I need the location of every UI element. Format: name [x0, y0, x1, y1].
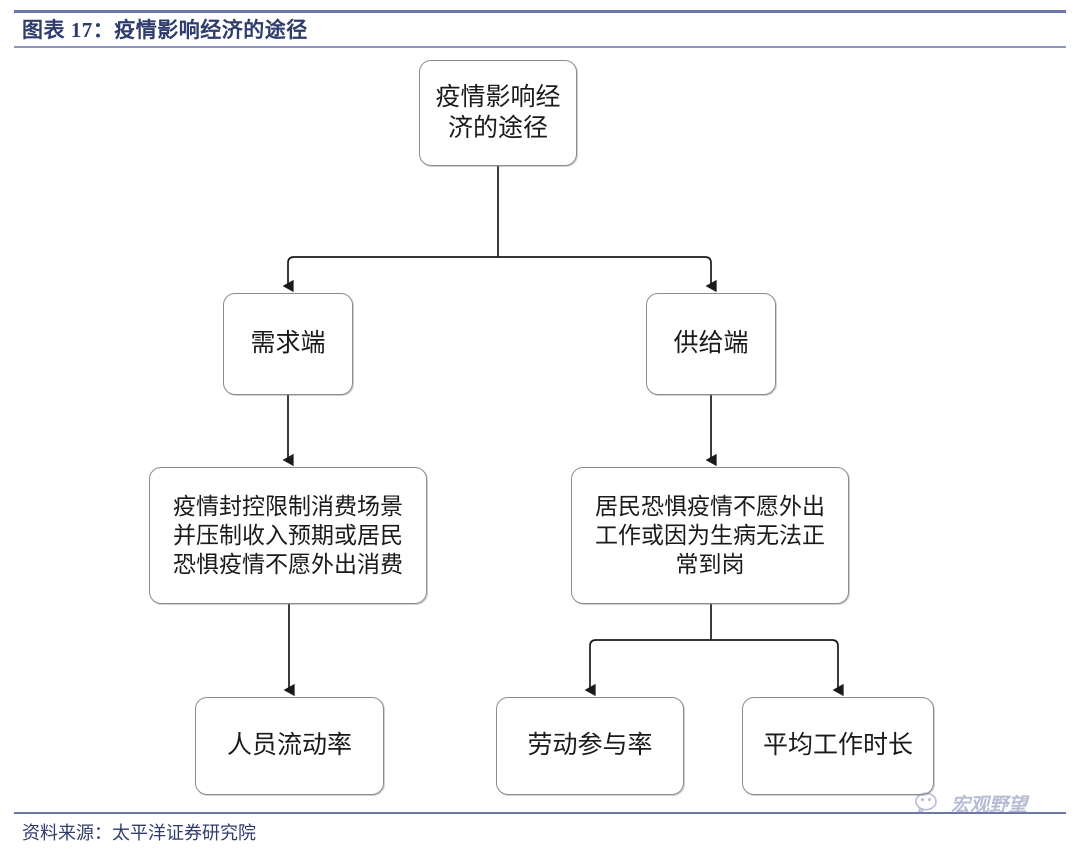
node-supply-detail[interactable]: 居民恐惧疫情不愿外出 工作或因为生病无法正 常到岗 [571, 467, 849, 604]
node-average-work-hours[interactable]: 平均工作时长 [742, 697, 934, 795]
source-note: 资料来源：太平洋证券研究院 [22, 823, 256, 843]
edge-root-to-supply [498, 256, 717, 293]
node-labor-participation-rate-label: 劳动参与率 [527, 731, 653, 760]
footer-rule [14, 812, 1066, 814]
page-title: 图表 17：疫情影响经济的途径 [22, 18, 308, 42]
edge-detail-to-labor-participation [584, 639, 711, 697]
node-labor-participation-rate[interactable]: 劳动参与率 [496, 697, 684, 795]
node-mobility-rate[interactable]: 人员流动率 [195, 697, 384, 795]
edge-root-to-demand [282, 256, 498, 293]
node-supply-side-label: 供给端 [673, 329, 749, 358]
node-mobility-rate-label: 人员流动率 [226, 731, 352, 760]
header-rule-top [14, 10, 1066, 13]
node-root[interactable]: 疫情影响经 济的途径 [419, 60, 577, 166]
node-demand-detail[interactable]: 疫情封控限制消费场景 并压制收入预期或居民 恐惧疫情不愿外出消费 [149, 467, 427, 604]
node-root-label: 疫情影响经 济的途径 [435, 82, 561, 143]
node-demand-detail-label: 疫情封控限制消费场景 并压制收入预期或居民 恐惧疫情不愿外出消费 [173, 493, 403, 577]
node-supply-side[interactable]: 供给端 [646, 293, 776, 395]
node-supply-detail-label: 居民恐惧疫情不愿外出 工作或因为生病无法正 常到岗 [595, 493, 825, 577]
edge-detail-to-average-hours [711, 639, 844, 697]
node-demand-side[interactable]: 需求端 [223, 293, 353, 395]
connector-layer [282, 166, 844, 697]
header-rule-bottom [14, 46, 1066, 48]
node-demand-side-label: 需求端 [250, 329, 326, 358]
flowchart: 疫情影响经 济的途径 需求端 供给端 疫情封控限制消费场景 并压制收入预期或居民… [0, 48, 1080, 812]
node-average-work-hours-label: 平均工作时长 [762, 731, 913, 760]
